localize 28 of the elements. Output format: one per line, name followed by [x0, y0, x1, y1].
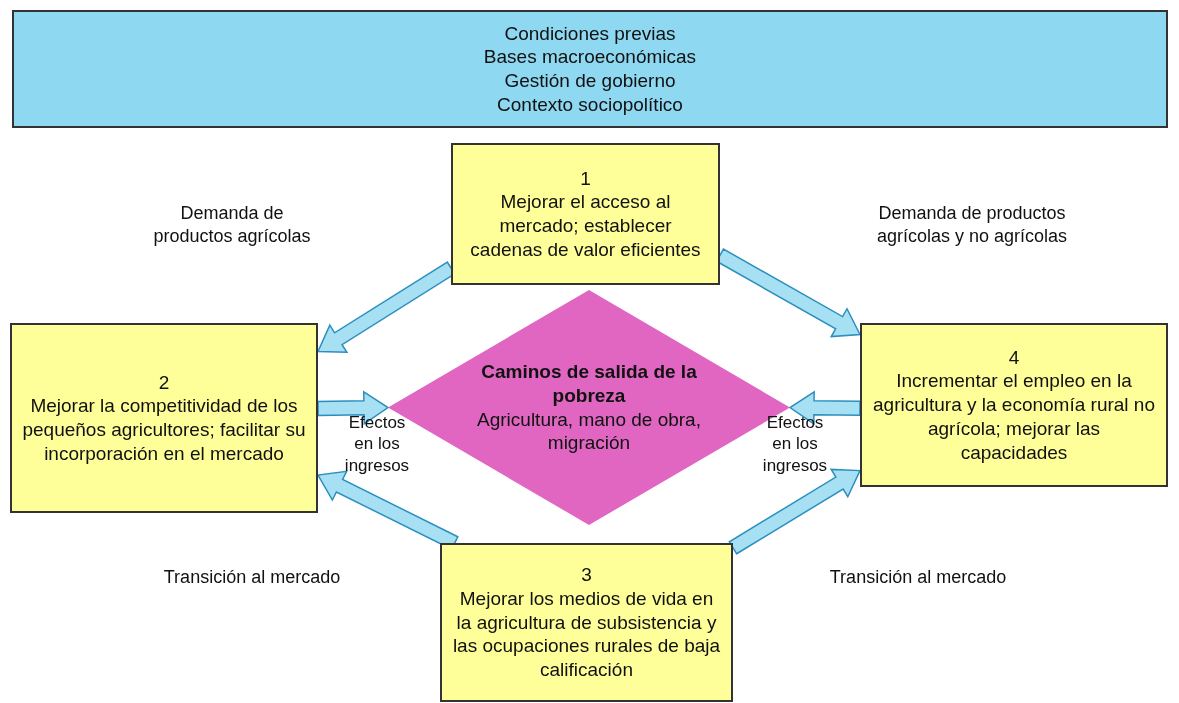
block-arrow [788, 390, 861, 426]
flow-label: Transición al mercado [162, 566, 342, 589]
process-box [860, 323, 1168, 487]
box-number: 3 [581, 563, 592, 587]
box-text: Incrementar el empleo en la agricultura y la economía rural no agrícola; mejorar las capacidades [872, 369, 1156, 465]
condition-text: Bases macroeconómicas [483, 45, 697, 69]
flow-label: Demanda de productos agrícolas y no agrícolas [875, 202, 1069, 247]
condition-text: Condiciones previas [504, 21, 676, 46]
box-text: Mejorar los medios de vida en la agricultura de subsistencia y las ocupaciones rurales de baja calificación [451, 586, 722, 682]
header-band [12, 10, 1168, 128]
box-number: 4 [1008, 345, 1020, 370]
box-text: Mejorar el acceso al mercado; establecer cadenas de valor eficientes [469, 190, 702, 262]
process-box [10, 323, 318, 513]
diamond-title: Caminos de salida de la pobreza [480, 360, 698, 408]
flow-label: Demanda de productos agrícolas [152, 202, 312, 247]
condition-text: Gestión de gobierno [504, 69, 676, 93]
diamond-text: Agricultura, mano de obra, migración [476, 407, 702, 455]
process-box [451, 143, 720, 285]
flow-label: Efectos en los ingresos [761, 412, 829, 476]
box-number: 2 [158, 370, 170, 395]
flow-label: Transición al mercado [828, 566, 1008, 589]
block-arrow [317, 390, 390, 426]
block-arrow [728, 468, 862, 555]
box-number: 1 [580, 166, 591, 191]
condition-text: Contexto sociopolítico [497, 92, 683, 117]
process-box [440, 543, 733, 702]
flow-label: Efectos en los ingresos [343, 412, 411, 476]
box-text: Mejorar la competitividad de los pequeños agricultores; facilitar su incorporación en el mercado [22, 394, 306, 466]
